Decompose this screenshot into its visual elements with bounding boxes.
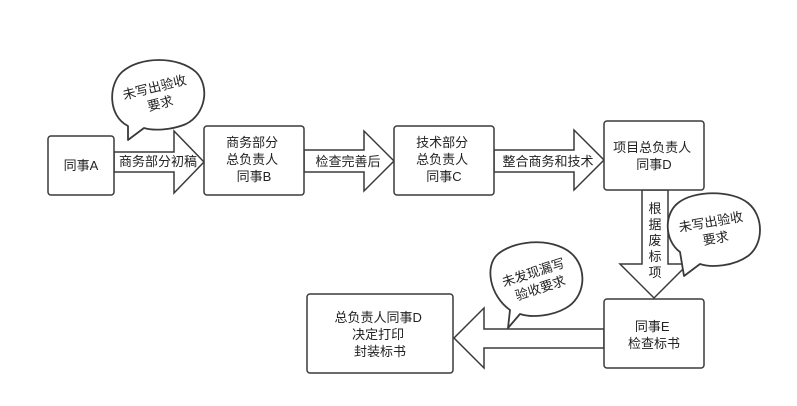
node-e-line-1: 同事E [635, 319, 670, 334]
svg-text:总负责人同事D 决定打印 封装标书: 总负责人同事D 决定打印 封装标书 [334, 310, 425, 359]
node-f-line-2: 决定打印 [352, 327, 404, 342]
node-c: 技术部分 总负责人 同事C [393, 125, 495, 196]
svg-text:技术部分 总负责人 同事C: 技术部分 总负责人 同事C [416, 135, 472, 184]
arrow-d-to-e-label-char: 据 [648, 217, 661, 232]
arrow-b-to-c-label: 检查完善后 [315, 154, 380, 169]
svg-text:同事E 检查标书: 同事E 检查标书 [628, 319, 680, 351]
node-a: 同事A [47, 135, 115, 196]
node-b-line-2: 总负责人 [226, 152, 278, 167]
svg-text:同事A: 同事A [64, 158, 99, 173]
node-e-line-2: 检查标书 [628, 336, 680, 351]
arrow-b-to-c: 检查完善后 [303, 129, 396, 193]
node-b-line-1: 商务部分 [226, 135, 278, 150]
node-d: 项目总负责人 同事D [603, 120, 705, 191]
callout-2-line-2: 要求 [702, 229, 730, 248]
arrow-d-to-e: 根据废标项 [618, 189, 690, 300]
arrow-c-to-d: 整合商务和技术 [493, 128, 606, 192]
callout-1: 未写出验收 要求 [111, 59, 206, 141]
node-d-line-1: 项目总负责人 [613, 140, 691, 155]
node-f: 总负责人同事D 决定打印 封装标书 [306, 293, 454, 374]
arrow-d-to-e-label: 根据废标项 [648, 201, 661, 280]
node-f-line-1: 总负责人同事D [334, 310, 421, 325]
node-b: 商务部分 总负责人 同事B [203, 125, 305, 196]
arrow-d-to-e-label-char: 根 [648, 201, 661, 216]
callout-2: 未写出验收 要求 [666, 192, 761, 277]
node-f-line-3: 封装标书 [354, 344, 406, 359]
arrow-d-to-e-label-char: 项 [648, 265, 661, 280]
node-b-line-3: 同事B [237, 169, 272, 184]
arrow-d-to-e-label-char: 废 [648, 233, 661, 248]
node-a-line-1: 同事A [64, 158, 99, 173]
callout-3: 未发现漏写 验收要求 [489, 241, 584, 329]
node-c-line-3: 同事C [426, 169, 461, 184]
arrow-a-to-b-label: 商务部分初稿 [119, 154, 197, 169]
node-e: 同事E 检查标书 [603, 298, 705, 369]
svg-text:项目总负责人 同事D: 项目总负责人 同事D [613, 140, 695, 172]
callout-1-line-2: 要求 [146, 93, 175, 114]
node-c-line-2: 总负责人 [416, 152, 468, 167]
arrow-d-to-e-label-char: 标 [648, 249, 661, 264]
svg-text:商务部分 总负责人 同事B: 商务部分 总负责人 同事B [226, 135, 282, 184]
arrow-e-to-f [452, 306, 605, 370]
node-c-line-1: 技术部分 [416, 135, 468, 150]
arrow-c-to-d-label: 整合商务和技术 [502, 154, 593, 169]
arrow-a-to-b: 商务部分初稿 [113, 129, 206, 195]
node-d-line-2: 同事D [636, 157, 671, 172]
